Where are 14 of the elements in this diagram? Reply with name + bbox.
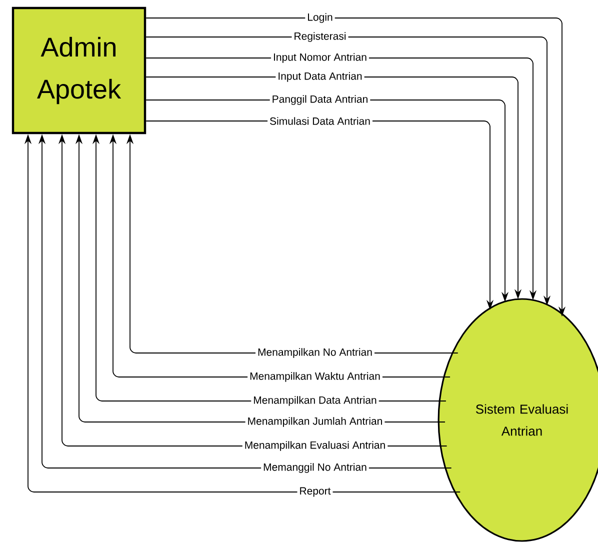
edge-label: Menampilkan No Antrian (256, 346, 374, 360)
edge-label: Input Data Antrian (276, 70, 364, 84)
edge-label: Menampilkan Data Antrian (251, 394, 379, 408)
edge-label: Registerasi (292, 30, 348, 44)
edge-label: Panggil Data Antrian (270, 93, 370, 107)
edge-label: Memanggil No Antrian (261, 461, 369, 475)
edge-label: Menampilkan Evaluasi Antrian (242, 439, 388, 453)
entity-box: Admin Apotek (12, 6, 146, 134)
edge-label: Input Nomor Antrian (271, 51, 369, 65)
edge-label: Menampilkan Jumlah Antrian (245, 415, 385, 429)
edge-label: Menampilkan Waktu Antrian (248, 370, 382, 384)
edge-label: Report (297, 485, 333, 499)
edge-label: Login (305, 11, 335, 25)
edge-label: Simulasi Data Antrian (268, 115, 372, 127)
